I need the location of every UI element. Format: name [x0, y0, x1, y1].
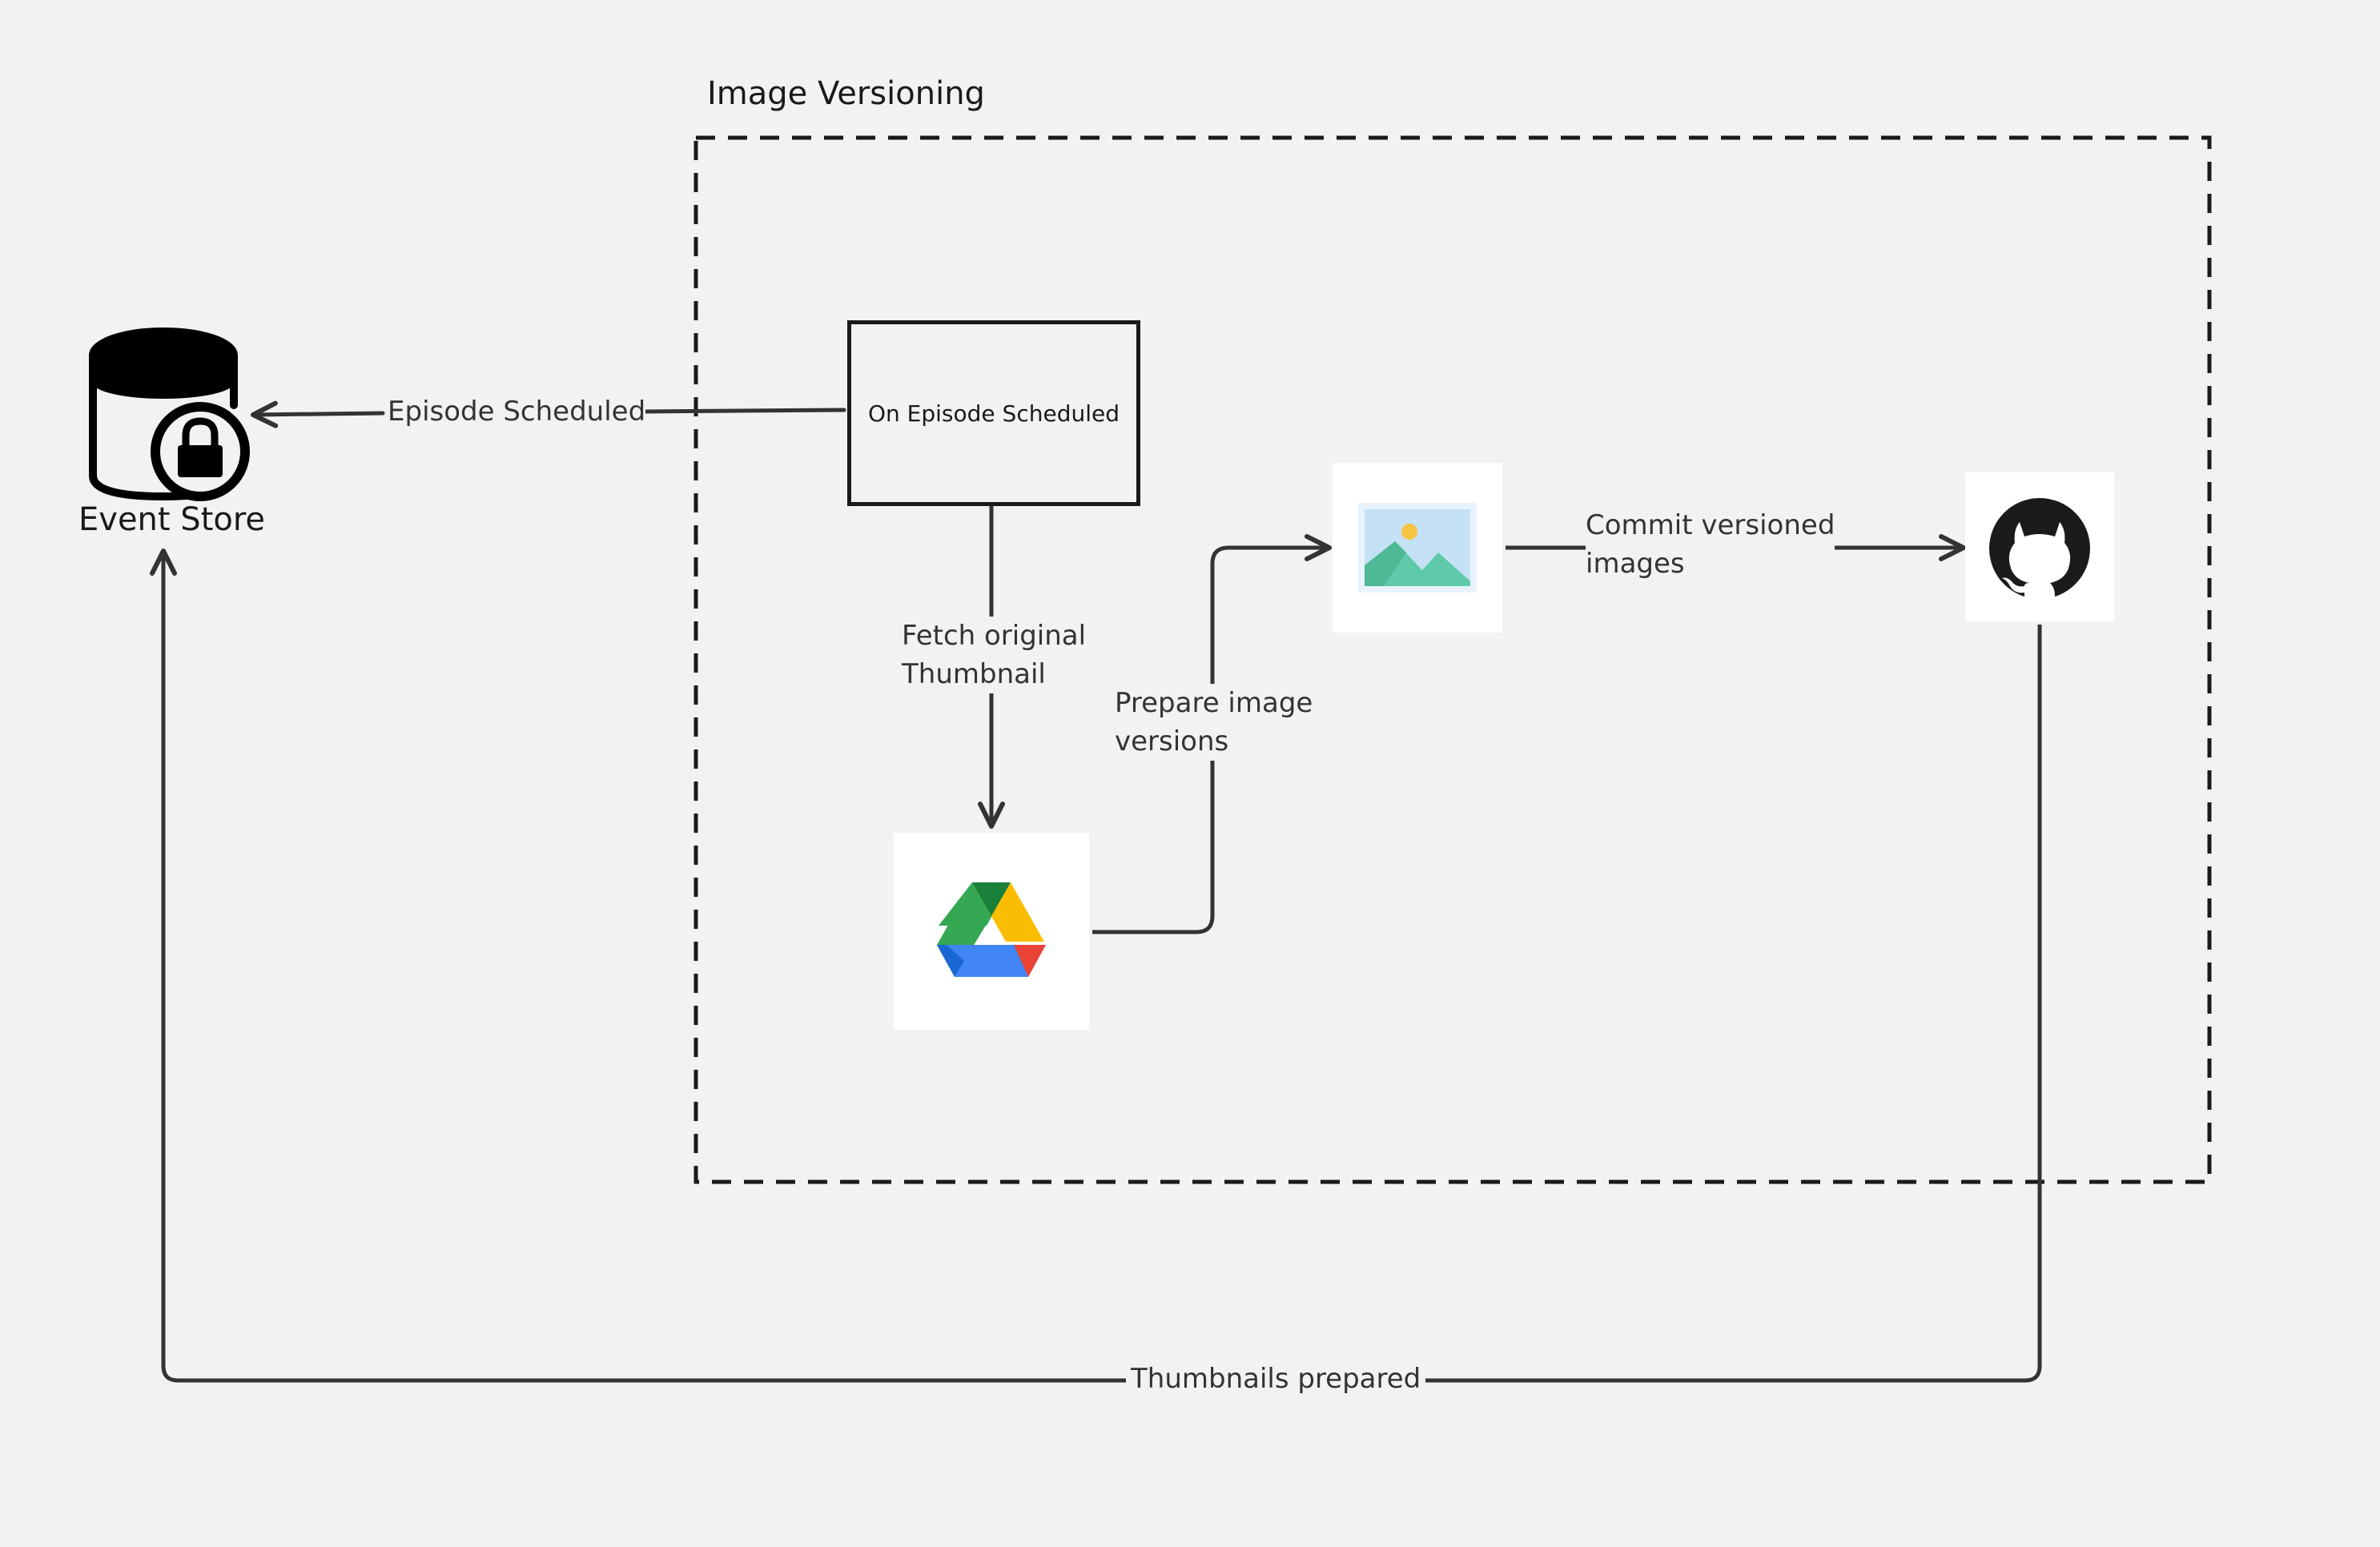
github-icon	[1989, 498, 2090, 599]
edge-label-fetch-original-thumbnail: Fetch original Thumbnail	[902, 617, 1087, 693]
google-drive-node[interactable]	[894, 833, 1089, 1030]
edge-label-line: Thumbnail	[902, 658, 1046, 690]
edge-thumbnails-prepared	[150, 548, 2042, 1383]
edge-label-line: Commit versioned	[1586, 509, 1835, 541]
image-placeholder-icon	[1358, 503, 1477, 593]
edge-episode-scheduled	[253, 410, 846, 415]
edge-label-line: versions	[1115, 725, 1229, 757]
edge-label-thumbnails-prepared: Thumbnails prepared	[1126, 1360, 1426, 1398]
edge-label-line: Prepare image	[1115, 687, 1313, 719]
edge-label-commit-versioned-images: Commit versioned images	[1586, 506, 1835, 583]
event-store-label: Event Store	[78, 501, 266, 538]
image-node[interactable]	[1333, 463, 1502, 633]
image-versioning-frame	[693, 135, 2212, 1184]
process-label: On Episode Scheduled	[868, 400, 1120, 427]
google-drive-icon	[937, 882, 1046, 977]
edge-label-line: images	[1586, 548, 1685, 580]
github-node[interactable]	[1965, 472, 2114, 621]
edge-label-prepare-image-versions: Prepare image versions	[1115, 684, 1313, 761]
edge-label-episode-scheduled: Episode Scheduled	[388, 392, 646, 431]
database-lock-icon	[89, 327, 250, 501]
process-on-episode-scheduled[interactable]: On Episode Scheduled	[847, 320, 1140, 506]
group-title: Image Versioning	[707, 75, 985, 112]
edge-label-line: Fetch original	[902, 620, 1087, 652]
